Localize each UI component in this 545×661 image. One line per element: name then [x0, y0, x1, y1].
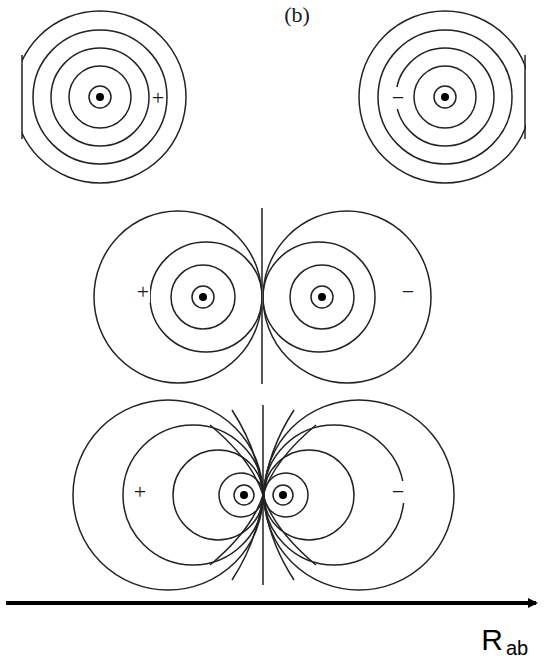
contour-set: [73, 400, 454, 590]
sign-label: −: [391, 87, 405, 109]
sign-label: +: [151, 87, 165, 109]
sign-label: +: [133, 481, 147, 503]
axis-label: R: [480, 625, 504, 655]
sign-label: −: [401, 281, 415, 303]
contour-set: [94, 208, 431, 384]
sign-label: +: [136, 281, 150, 303]
nucleus-dots: [96, 93, 449, 499]
axis-subscript: ab: [505, 638, 529, 658]
contour-set: [14, 11, 186, 183]
axis-arrow: [6, 601, 536, 605]
panel-label: (b): [283, 4, 311, 26]
contour-set: [359, 11, 531, 183]
sign-label: −: [391, 481, 405, 503]
